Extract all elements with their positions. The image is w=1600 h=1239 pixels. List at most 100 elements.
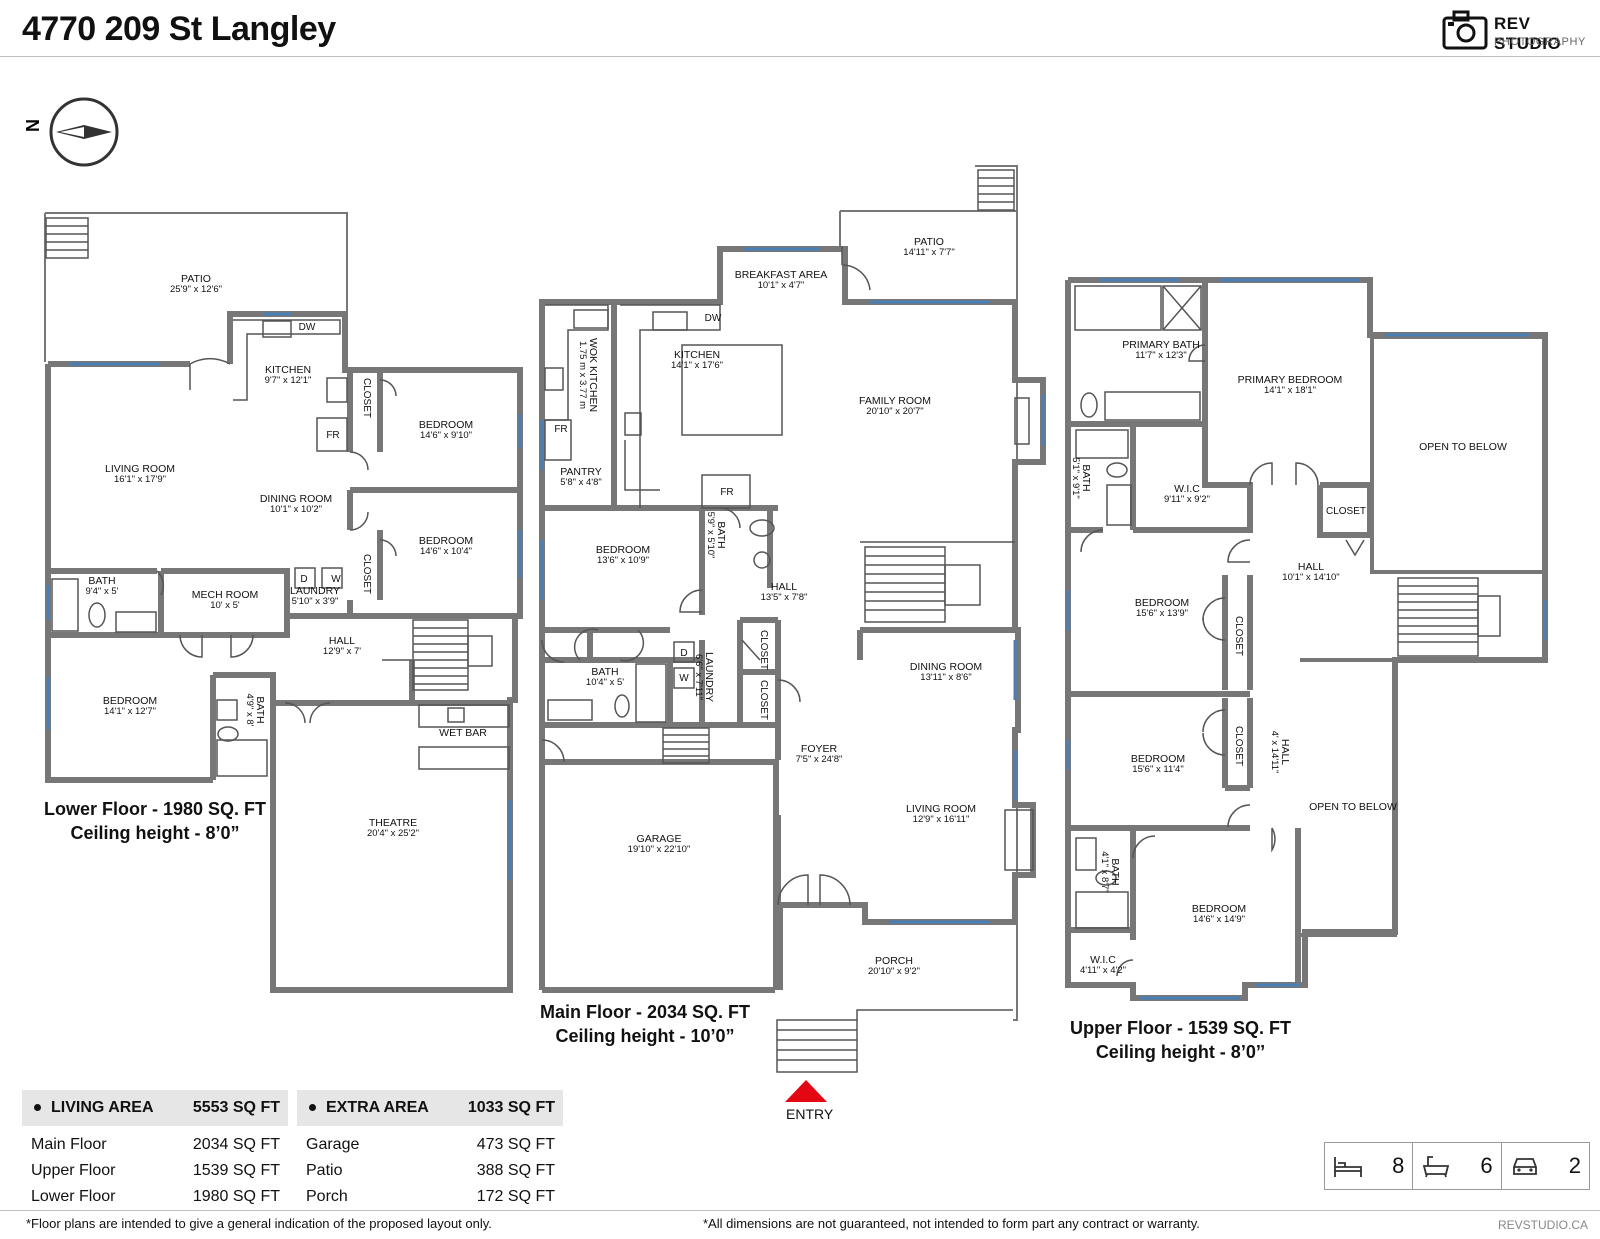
room-label-upper-wic2: W.I.C4'11" x 4'2" (1080, 954, 1126, 976)
room-name: PRIMARY BEDROOM (1238, 374, 1343, 386)
room-name: FAMILY ROOM (859, 395, 931, 407)
upper-floor-ceiling: Ceiling height - 8’0’’ (1095, 1042, 1266, 1062)
room-dimensions: 11'7" x 12'3" (1135, 350, 1186, 361)
row-name: Upper Floor (31, 1162, 116, 1179)
footer-disclaimer-right: *All dimensions are not guaranteed, not … (703, 1216, 1200, 1231)
room-dimensions: 20'10" x 20'7" (866, 406, 923, 417)
lower-floor-plan (44, 212, 523, 993)
fixture-label-closet: CLOSET (361, 378, 372, 418)
room-dimensions: 9'4" x 5' (86, 586, 119, 597)
fixture-label-washer: W (679, 673, 689, 684)
fixture-label-dryer: D (300, 574, 307, 585)
room-dimensions: 14'6" x 14'9" (1193, 914, 1245, 925)
room-dimensions: 4'11" x 4'2" (1080, 965, 1126, 976)
room-dimensions: 20'4" x 25'2" (367, 828, 419, 839)
room-label-upper-wic: W.I.C9'11" x 9'2" (1164, 483, 1210, 505)
parking-count: 2 (1568, 1153, 1581, 1178)
car-icon (1512, 1158, 1537, 1175)
room-name: BEDROOM (1192, 903, 1246, 915)
entry-arrow-icon (785, 1080, 827, 1102)
main-floor-ceiling: Ceiling height - 10’0” (555, 1026, 735, 1046)
living-area-header: LIVING AREA 5553 SQ FT (22, 1090, 288, 1126)
row-value: 1539 SQ FT (192, 1162, 280, 1179)
room-name: BATH (715, 521, 727, 548)
room-dimensions: 13'5" x 7'8" (761, 592, 808, 603)
room-dimensions: 9'7" x 12'1" (265, 375, 312, 386)
extra-area-total: 1033 SQ FT (467, 1099, 555, 1116)
main-floor-plan (539, 165, 1046, 1073)
brand-sub: PHOTOGRAPHY (1494, 36, 1586, 48)
bedrooms-stat: 8 (1325, 1143, 1414, 1189)
room-name: BEDROOM (419, 535, 473, 547)
bathrooms-stat: 6 (1413, 1143, 1502, 1189)
room-dimensions: 9'11" x 9'2" (1164, 494, 1210, 505)
room-name: BATH (591, 666, 618, 678)
room-name: KITCHEN (674, 349, 720, 361)
room-name: WET BAR (439, 727, 487, 739)
room-name: BATH (1109, 858, 1121, 885)
living-area-total: 5553 SQ FT (192, 1099, 280, 1116)
fixture-label-closet: CLOSET (758, 630, 769, 670)
room-dimensions: 6'6" x 7'11" (693, 654, 704, 700)
room-name: GARAGE (637, 833, 682, 845)
room-name: KITCHEN (265, 364, 311, 376)
row-name: Lower Floor (31, 1188, 116, 1205)
fixture-label-fridge: FR (554, 424, 567, 435)
lower-floor-area: Lower Floor - 1980 SQ. FT (43, 799, 267, 819)
bullet-icon (309, 1104, 316, 1112)
entry-label: ENTRY (786, 1106, 834, 1122)
main-floor-area: Main Floor - 2034 SQ. FT (539, 1002, 751, 1022)
fixture-label-closet: CLOSET (361, 554, 372, 594)
room-name: LIVING ROOM (105, 463, 175, 475)
room-name: PATIO (181, 273, 211, 285)
room-dimensions: 10'4" x 5' (586, 677, 624, 688)
lower-floor-ceiling: Ceiling height - 8’0” (70, 823, 240, 843)
row-name: Patio (306, 1162, 343, 1179)
room-dimensions: 14'1" x 18'1" (1264, 385, 1316, 396)
room-dimensions: 7'5" x 24'8" (796, 754, 843, 765)
row-value: 388 SQ FT (476, 1162, 555, 1179)
room-dimensions: 12'9" x 7' (323, 646, 361, 657)
room-name: HALL (329, 635, 355, 647)
bathtub-icon (1423, 1156, 1450, 1178)
row-value: 2034 SQ FT (192, 1136, 280, 1153)
room-name: DINING ROOM (260, 493, 332, 505)
room-dimensions: 10' x 5' (210, 600, 240, 611)
bed-icon (1334, 1157, 1362, 1177)
upper-floor-caption: Upper Floor - 1539 SQ. FT Ceiling height… (1058, 1016, 1303, 1064)
room-name: THEATRE (369, 817, 417, 829)
room-dimensions: 13'11" x 8'6" (920, 672, 971, 683)
room-dimensions: 19'10" x 22'10" (628, 844, 691, 855)
row-value: 172 SQ FT (476, 1188, 555, 1205)
row-value: 473 SQ FT (476, 1136, 555, 1153)
brand-logo: REV STUDIO PHOTOGRAPHY (1442, 10, 1592, 53)
room-dimensions: 12'9" x 16'11" (913, 814, 970, 825)
